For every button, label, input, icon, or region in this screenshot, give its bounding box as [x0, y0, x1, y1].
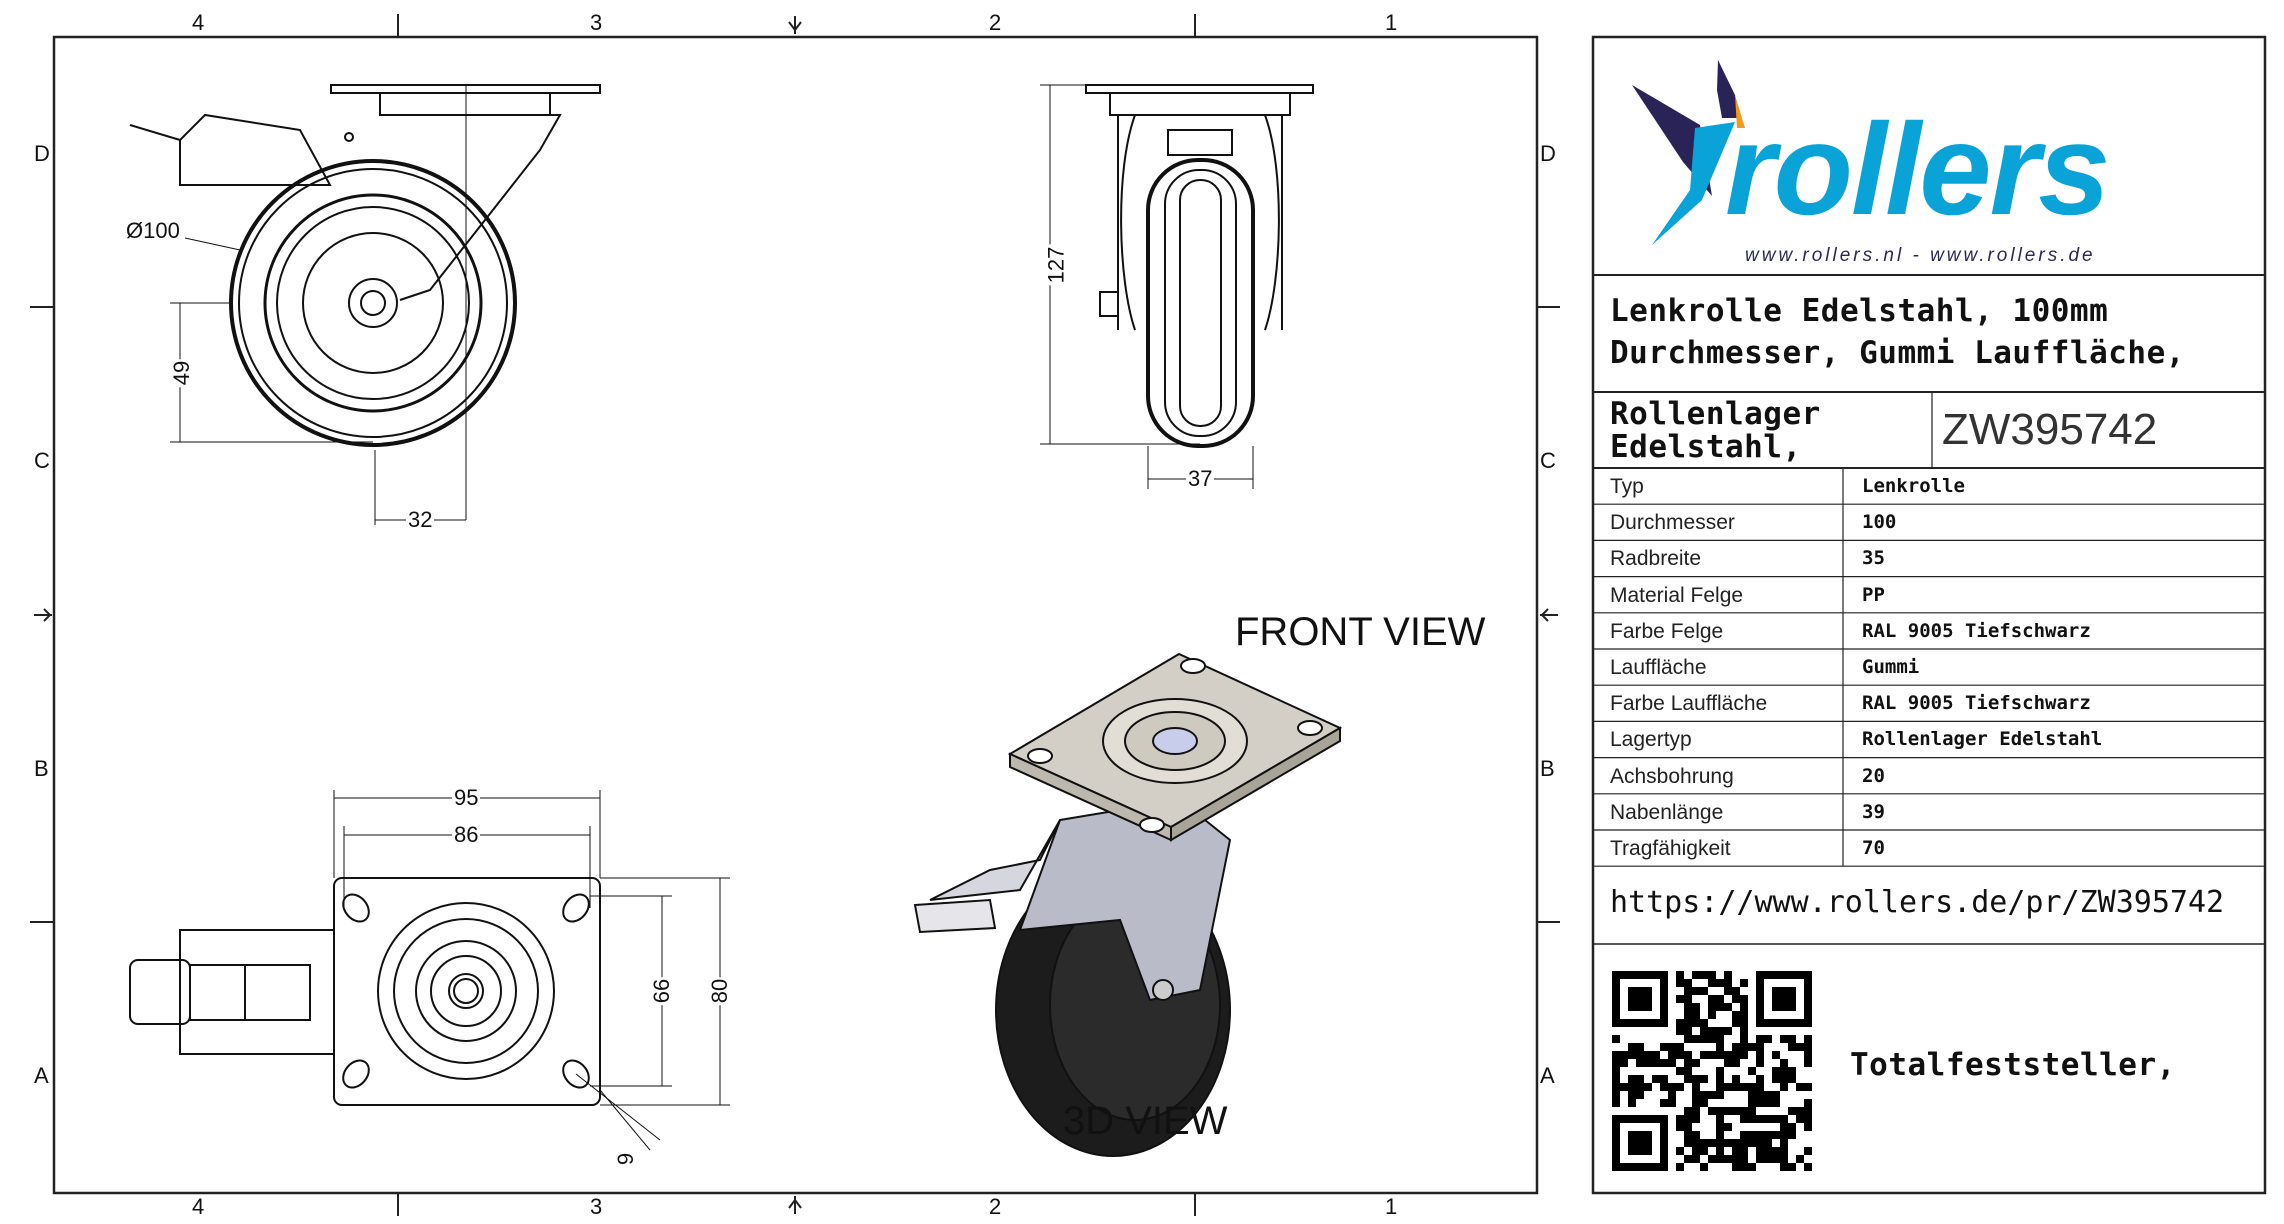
dim-offset: 32 — [406, 507, 435, 532]
column-label: 1 — [1385, 10, 1398, 35]
title-block-frame — [1591, 35, 2267, 1195]
spec-value: RAL 9005 Tiefschwarz — [1862, 619, 2091, 642]
qr-code — [1612, 971, 1812, 1171]
side-view — [129, 84, 601, 525]
dim-axle-height: 49 — [169, 358, 195, 388]
spec-label: Nabenlänge — [1610, 800, 1724, 824]
spec-label: Durchmesser — [1610, 511, 1735, 535]
dim-plate-height: 80 — [707, 976, 733, 1006]
spec-label: Lagertyp — [1610, 728, 1692, 752]
dim-hole-diameter: 9 — [613, 1152, 639, 1166]
row-label: B — [34, 756, 49, 781]
spec-value: RAL 9005 Tiefschwarz — [1862, 692, 2091, 715]
column-label: 2 — [989, 1194, 1002, 1219]
column-label: 1 — [1385, 1194, 1398, 1219]
column-label: 2 — [989, 10, 1002, 35]
spec-label: Typ — [1610, 475, 1644, 498]
title-line-4: Totalfeststeller, — [1850, 1047, 2176, 1083]
spec-value: 20 — [1862, 764, 1885, 787]
spec-value: Lenkrolle — [1862, 475, 1965, 497]
row-label: D — [1540, 141, 1556, 166]
dim-hole-spacing-x: 86 — [452, 822, 481, 847]
logo-urls: www.rollers.nl - www.rollers.de — [1745, 245, 2096, 266]
title-line-1: Lenkrolle Edelstahl, 100mm — [1610, 293, 2109, 329]
3d-view-label: 3D VIEW — [1063, 1099, 1228, 1143]
row-label: A — [1540, 1063, 1555, 1088]
dim-plate-width: 95 — [452, 785, 481, 810]
row-label: C — [34, 448, 50, 473]
dim-total-height: 127 — [1043, 244, 1069, 286]
spec-value: Gummi — [1862, 656, 1920, 678]
spec-label: Lauffläche — [1610, 656, 1707, 679]
spec-label: Achsbohrung — [1610, 764, 1734, 788]
dim-wheel-width: 37 — [1186, 466, 1215, 491]
column-label: 4 — [192, 1194, 205, 1219]
spec-label: Tragfähigkeit — [1610, 837, 1731, 860]
dim-hole-spacing-y: 66 — [649, 976, 675, 1006]
front-view — [1040, 84, 1314, 489]
title-line-3: Rollenlager Edelstahl, — [1610, 396, 1821, 466]
title-block-grid — [1593, 274, 2265, 945]
spec-value: Rollenlager Edelstahl — [1862, 728, 2103, 751]
row-label: D — [34, 141, 50, 166]
spec-value: 35 — [1862, 547, 1885, 570]
row-label: A — [34, 1063, 49, 1088]
spec-label: Radbreite — [1610, 547, 1702, 571]
title-line-2: Durchmesser, Gummi Lauffläche, — [1610, 335, 2185, 371]
spec-label: Farbe Felge — [1610, 619, 1724, 643]
top-view — [129, 790, 730, 1151]
front-view-label: FRONT VIEW — [1235, 610, 1486, 654]
spec-label: Farbe Lauffläche — [1610, 692, 1768, 716]
column-label: 3 — [590, 10, 603, 35]
drawing-frame — [52, 35, 1539, 1195]
3d-view — [913, 652, 1343, 1157]
spec-value: 70 — [1862, 837, 1885, 859]
column-label: 3 — [590, 1194, 603, 1219]
logo-wordmark: rollers — [1725, 96, 2110, 242]
row-label: B — [1540, 756, 1555, 781]
spec-value: 39 — [1862, 800, 1885, 823]
ruler-ticks — [30, 14, 1560, 1216]
row-label: C — [1540, 448, 1556, 473]
logo-bird-icon — [1632, 60, 1745, 245]
spec-value: PP — [1862, 583, 1885, 606]
article-number: ZW395742 — [1942, 405, 2158, 454]
dim-diameter: Ø100 — [126, 218, 180, 243]
spec-label: Material Felge — [1610, 583, 1744, 607]
product-url[interactable]: https://www.rollers.de/pr/ZW395742 — [1610, 885, 2225, 920]
column-label: 4 — [192, 10, 205, 35]
spec-value: 100 — [1862, 511, 1897, 534]
